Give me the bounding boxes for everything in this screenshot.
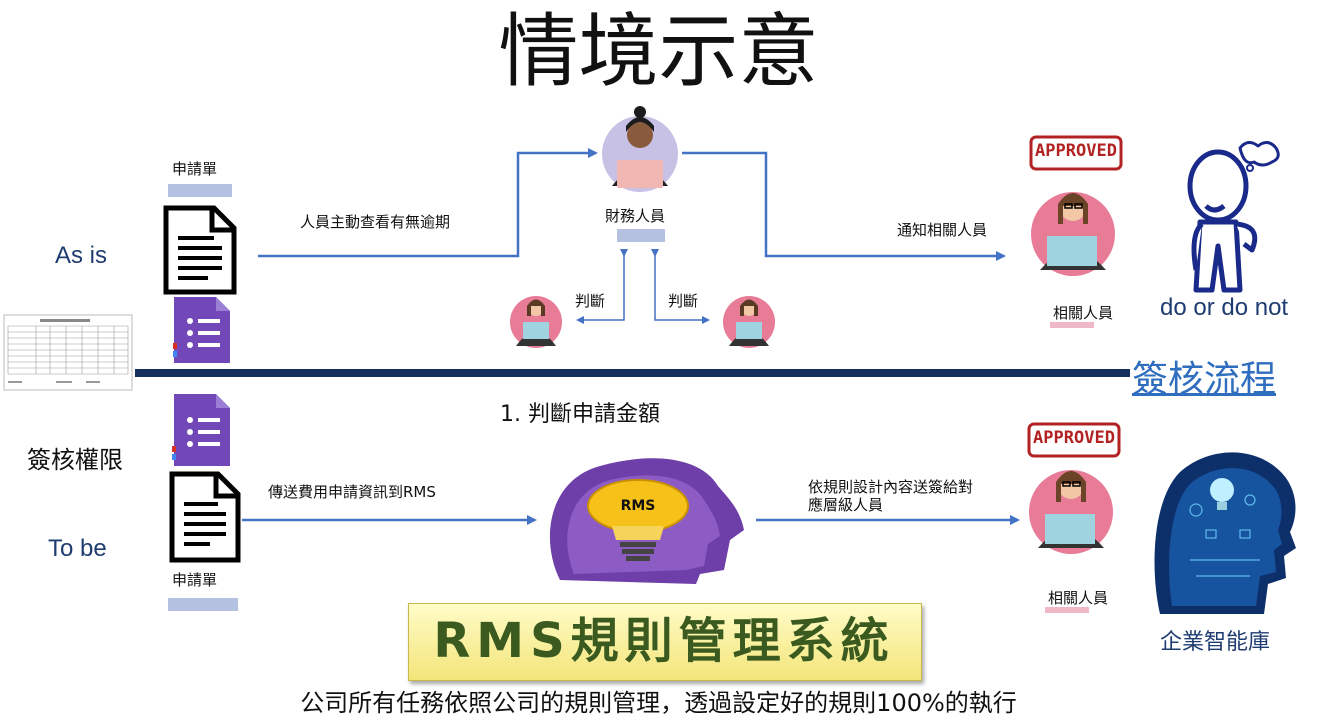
- finance-label: 財務人員: [605, 207, 666, 225]
- related-label-bar-asis: [1050, 322, 1094, 328]
- as-is-form-label: 申請單: [172, 160, 218, 178]
- arrow-form-to-finance: [258, 148, 598, 258]
- rms-system-box: [408, 603, 922, 681]
- forms-icon-tobe: [172, 394, 230, 466]
- judge-label-left: 判斷: [575, 292, 606, 310]
- knowledge-base-caption: 企業智能庫: [1160, 630, 1271, 655]
- section-divider: [135, 369, 1130, 377]
- to-be-related-label: 相關人員: [1048, 589, 1109, 607]
- related-person-avatar-tobe: [1029, 470, 1113, 554]
- arrow-judge-left: [576, 249, 628, 324]
- notify-label: 通知相關人員: [897, 221, 988, 239]
- as-is-arrow-label: 人員主動查看有無逾期: [300, 213, 451, 231]
- rms-system-title: RMS規則管理系統: [433, 613, 895, 669]
- rms-head-icon: [549, 458, 744, 584]
- related-label-bar-tobe: [1045, 607, 1089, 613]
- knowledge-head-icon: [1154, 452, 1296, 614]
- approval-flow-link[interactable]: 簽核流程: [1132, 359, 1277, 400]
- to-be-form-label: 申請單: [172, 571, 218, 589]
- step-1-label: 1. 判斷申請金額: [500, 402, 660, 427]
- rms-bulb-label: RMS: [620, 498, 656, 514]
- to-be-label: To be: [48, 535, 107, 562]
- judge-person-avatar-left: [510, 296, 562, 348]
- page-title: 情境示意: [498, 5, 819, 98]
- route-label: 依規則設計內容送簽給對 應層級人員: [808, 478, 973, 514]
- judge-person-avatar-right: [723, 296, 775, 348]
- arrow-finance-to-related: [682, 151, 1006, 261]
- to-be-arrow-label: 傳送費用申請資訊到RMS: [268, 483, 436, 501]
- document-icon: [163, 205, 237, 295]
- judge-label-right: 判斷: [668, 292, 699, 310]
- spreadsheet-thumbnail-icon: [3, 314, 133, 391]
- approval-authority-label: 簽核權限: [27, 446, 123, 474]
- arrow-judge-right: [651, 249, 710, 324]
- approved-stamp-frame-asis: [1029, 135, 1123, 171]
- thinking-figure-icon: [1187, 141, 1280, 293]
- thinker-caption: do or do not: [1160, 294, 1289, 321]
- document-icon-tobe: [169, 471, 241, 563]
- finance-label-bar: [617, 229, 665, 242]
- route-label-line-2: 應層級人員: [808, 496, 884, 514]
- approved-stamp-asis: APPROVED: [1035, 141, 1117, 161]
- form-label-bar: [168, 184, 232, 197]
- route-label-line-1: 依規則設計內容送簽給對: [808, 478, 974, 496]
- as-is-related-label: 相關人員: [1053, 304, 1114, 322]
- approved-stamp-tobe: APPROVED: [1033, 428, 1115, 448]
- finance-person-avatar: [602, 106, 678, 192]
- forms-icon: [173, 297, 230, 363]
- as-is-label: As is: [55, 242, 108, 269]
- bottom-caption: 公司所有任務依照公司的規則管理，透過設定好的規則100%的執行: [300, 689, 1017, 717]
- to-be-form-label-bar: [168, 598, 238, 611]
- approved-stamp-frame-tobe: [1027, 422, 1121, 458]
- related-person-avatar-asis: [1031, 192, 1115, 276]
